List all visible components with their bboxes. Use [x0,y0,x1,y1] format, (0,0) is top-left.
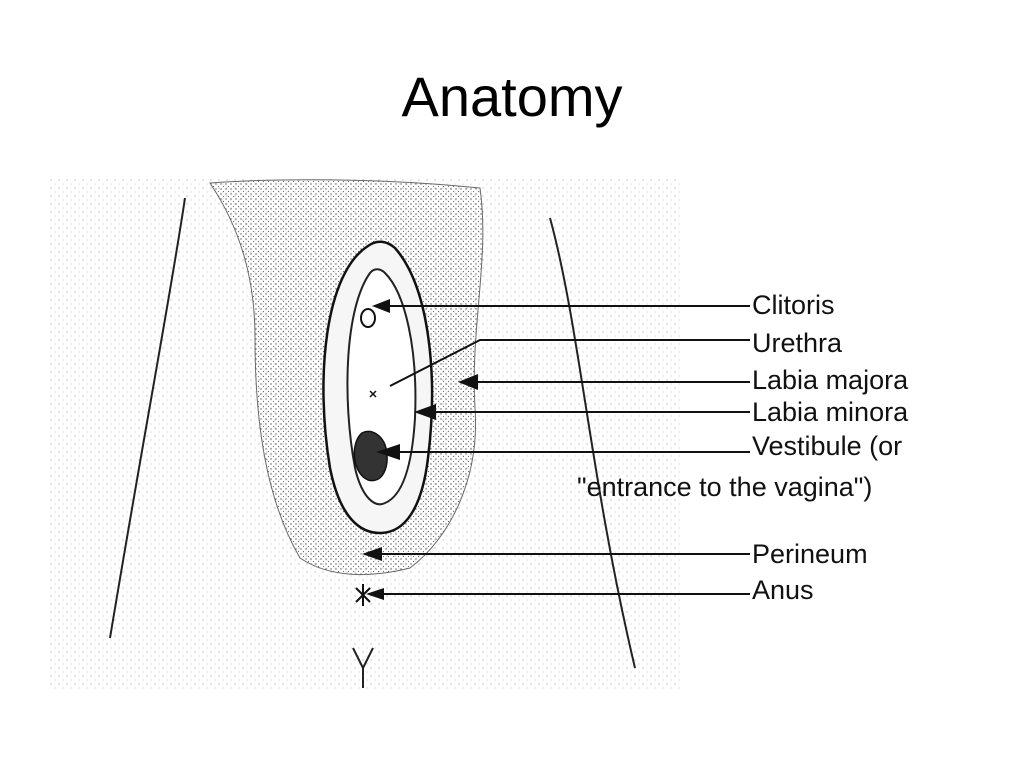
label-clitoris: Clitoris [752,290,835,320]
urethra-leader [389,339,750,387]
label-urethra: Urethra [752,328,843,358]
label-labia-minora: Labia minora [752,397,909,427]
label-vestibule-suffix: (or [869,431,903,461]
label-vestibule-note: "entrance to the vagina") [577,472,873,502]
label-labia-majora: Labia majora [752,365,909,395]
urethra-shape [369,390,377,398]
anus-shape [355,584,371,606]
label-perineum: Perineum [752,539,868,569]
labia-majora-arrowhead [458,374,478,390]
perineum-arrowhead [362,547,382,561]
vestibule-shape [353,430,388,482]
label-vestibule: Vestibule (or [752,430,902,462]
anatomy-illustration: Clitoris Urethra Labia majora Labia mino… [50,178,960,690]
clitoris-arrowhead [372,299,390,313]
clitoris-shape [360,308,376,328]
anus-arrowhead [366,588,384,600]
labia-minora-arrowhead [414,404,436,420]
vestibule-arrowhead [376,444,400,460]
slide-title: Anatomy [401,65,623,128]
label-vestibule-text: Vestibule [752,431,862,461]
left-thigh-line [109,197,186,639]
label-anus: Anus [752,575,814,605]
gluteal-cleft [352,647,374,688]
